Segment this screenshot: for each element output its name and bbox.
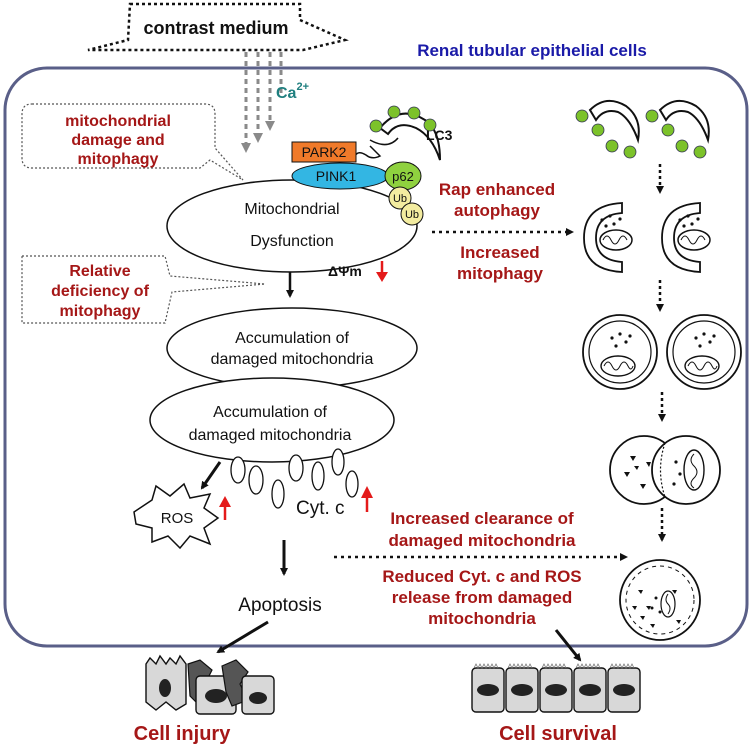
lc3-label: LC3 — [426, 127, 453, 143]
park2-box — [291, 141, 357, 163]
degraded-autolysosome — [619, 559, 701, 641]
mito-dys-line1: Mitochondrial — [244, 201, 339, 218]
accum1-line2: damaged mitochondria — [211, 351, 374, 368]
contrast-medium-label: contrast medium — [143, 18, 288, 38]
apoptosis-label: Apoptosis — [238, 595, 321, 616]
cyt-c-particles — [230, 448, 359, 509]
rap-enhanced-line2: autophagy — [454, 201, 540, 220]
increased-mitophagy-line1: Increased — [460, 243, 539, 262]
accumulation-ellipse-2: Accumulation of damaged mitochondria — [149, 377, 395, 463]
reduced-release-line1: Reduced Cyt. c and ROS — [382, 567, 581, 586]
rap-enhanced-line1: Rap enhanced — [439, 180, 555, 199]
delta-psi-m-label: ΔΨm — [328, 263, 362, 279]
park2-label: PARK2 — [302, 144, 347, 160]
cell-injury-label: Cell injury — [134, 723, 232, 745]
callout-relative-deficiency: Relative deficiency of mitophagy — [21, 255, 266, 324]
arrow-to-cell-injury — [216, 620, 269, 654]
arrow-to-ros — [200, 461, 222, 490]
increased-clearance-line1: Increased clearance of — [390, 509, 574, 528]
p62-label: p62 — [392, 169, 414, 184]
callout-mitochondrial-damage: mitochondrial damage and mitophagy — [21, 103, 244, 181]
contrast-arrows — [241, 52, 283, 153]
reduced-release-line3: mitochondria — [428, 609, 536, 628]
increased-clearance-line2: damaged mitochondria — [388, 531, 576, 550]
phagophore-2 — [645, 99, 710, 159]
mito-dys-line2: Dysfunction — [250, 233, 334, 250]
cyt-c-up-arrow — [361, 486, 373, 512]
accum2-line1: Accumulation of — [213, 404, 327, 421]
ub-shape-2 — [400, 202, 424, 226]
cyt-c-label: Cyt. c — [296, 498, 345, 519]
cell-title: Renal tubular epithelial cells — [417, 41, 647, 60]
autophagosome-2 — [666, 314, 742, 390]
mitochondrial-dysfunction: Mitochondrial Dysfunction — [166, 179, 418, 273]
ub-label-2: Ub — [405, 209, 419, 221]
pink1-park2-complex: PARK2 PINK1 p62 Ub Ub LC3 — [291, 105, 453, 226]
accum1-line1: Accumulation of — [235, 330, 349, 347]
callout2-line2: deficiency of — [51, 283, 149, 300]
accumulation-ellipse-1: Accumulation of damaged mitochondria — [166, 307, 418, 389]
injured-cells — [145, 654, 275, 715]
ub-label-1: Ub — [393, 193, 407, 205]
callout1-line2: damage and — [71, 132, 164, 149]
cell-survival-label: Cell survival — [499, 723, 617, 745]
arrow-to-cell-survival — [554, 629, 582, 662]
autophagosome-1 — [582, 314, 658, 390]
callout1-line1: mitochondrial — [65, 113, 171, 130]
reduced-release-line2: release from damaged — [392, 588, 572, 607]
mitophagy-pathway — [575, 99, 742, 641]
contrast-medium-box: contrast medium — [87, 2, 349, 52]
phagophore-1 — [575, 99, 640, 159]
ub-shape-1 — [388, 186, 412, 210]
engulfing-2 — [661, 202, 711, 273]
delta-psi-m-down-arrow — [376, 261, 388, 282]
accum2-line2: damaged mitochondria — [189, 427, 352, 444]
ros-up-arrow — [219, 496, 231, 520]
calcium-label: Ca2+ — [276, 81, 309, 102]
surviving-cells — [471, 663, 641, 713]
callout2-line1: Relative — [69, 263, 130, 280]
increased-mitophagy-line2: mitophagy — [457, 264, 543, 283]
pink1-label: PINK1 — [316, 168, 357, 184]
ros-label: ROS — [161, 510, 194, 527]
autolysosome-fusion — [609, 435, 721, 505]
callout2-line3: mitophagy — [60, 303, 141, 320]
callout1-line3: mitophagy — [78, 151, 159, 168]
engulfing-1 — [583, 202, 633, 273]
ros-burst: ROS — [133, 482, 220, 550]
